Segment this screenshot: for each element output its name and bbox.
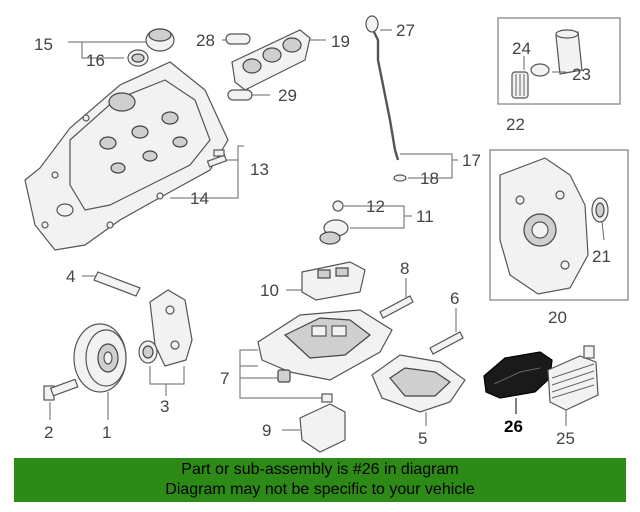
callout-3[interactable]: 3 (160, 397, 169, 416)
timing-cover-group-frame (489, 149, 629, 301)
callout-13[interactable]: 13 (250, 160, 269, 179)
intake-manifold-module[interactable] (231, 29, 311, 91)
callout-6[interactable]: 6 (450, 289, 459, 308)
callout-1[interactable]: 1 (102, 423, 111, 442)
valve-cover[interactable] (24, 61, 229, 251)
banner-line-1: Part or sub-assembly is #26 in diagram (181, 461, 459, 478)
gasket-29[interactable] (227, 89, 253, 101)
callout-24[interactable]: 24 (512, 39, 531, 58)
callout-19[interactable]: 27 (396, 21, 415, 40)
gasket-8[interactable] (379, 295, 414, 319)
callout-15[interactable]: 15 (34, 35, 53, 54)
oil-filter-element[interactable] (511, 71, 529, 99)
info-banner: Part or sub-assembly is #26 in diagram D… (14, 458, 626, 502)
oil-filler-cap[interactable] (127, 28, 175, 67)
dipstick-seal-18[interactable] (393, 174, 407, 182)
callout-27[interactable]: 19 (331, 32, 350, 51)
gasket-4[interactable] (93, 271, 141, 297)
oil-filter-housing[interactable] (555, 29, 583, 75)
valve-cover-bolt[interactable] (206, 149, 228, 168)
oil-filter-group-frame (497, 17, 621, 105)
callout-29[interactable]: 29 (278, 86, 297, 105)
callout-26[interactable]: 26 (504, 417, 523, 436)
crankshaft-pulley[interactable] (73, 323, 127, 393)
gasket-28[interactable] (225, 33, 251, 45)
callout-23[interactable]: 23 (572, 65, 591, 84)
bracket-9[interactable] (299, 403, 346, 453)
gasket-6[interactable] (429, 331, 464, 355)
timing-cover[interactable] (499, 157, 589, 295)
callout-18[interactable]: 18 (420, 169, 439, 188)
callout-4[interactable]: 4 (66, 267, 75, 286)
callout-28[interactable]: 28 (196, 31, 215, 50)
crank-seal-3[interactable] (138, 340, 158, 364)
callout-12[interactable]: 12 (366, 197, 385, 216)
callout-9[interactable]: 9 (262, 421, 271, 440)
callout-10[interactable]: 10 (260, 281, 279, 300)
pulley-bolt[interactable] (43, 378, 79, 401)
oil-baffle-10[interactable] (301, 261, 366, 301)
callout-8[interactable]: 8 (400, 259, 409, 278)
callout-2[interactable]: 2 (44, 423, 53, 442)
callout-16[interactable]: 16 (86, 51, 105, 70)
callout-25[interactable]: 25 (556, 429, 575, 448)
callout-17[interactable]: 17 (462, 151, 481, 170)
upper-oil-pan[interactable] (257, 309, 393, 381)
callout-11[interactable]: 11 (416, 207, 434, 226)
crankshaft-seal-21[interactable] (591, 197, 609, 223)
callout-22[interactable]: 22 (506, 115, 525, 134)
oil-cooler[interactable] (547, 345, 599, 411)
callout-14[interactable]: 14 (190, 189, 209, 208)
oil-level-sensor[interactable] (319, 200, 349, 245)
callout-7[interactable]: 7 (220, 369, 229, 388)
callout-21[interactable]: 21 (592, 247, 611, 266)
dipstick[interactable] (365, 15, 400, 161)
callout-5[interactable]: 5 (418, 429, 427, 448)
lower-oil-pan[interactable] (371, 354, 466, 413)
oil-filter-o-ring[interactable] (530, 63, 550, 77)
banner-line-2: Diagram may not be specific to your vehi… (165, 481, 475, 498)
highlighted-part-26[interactable] (483, 351, 553, 399)
callout-20[interactable]: 20 (548, 308, 567, 327)
